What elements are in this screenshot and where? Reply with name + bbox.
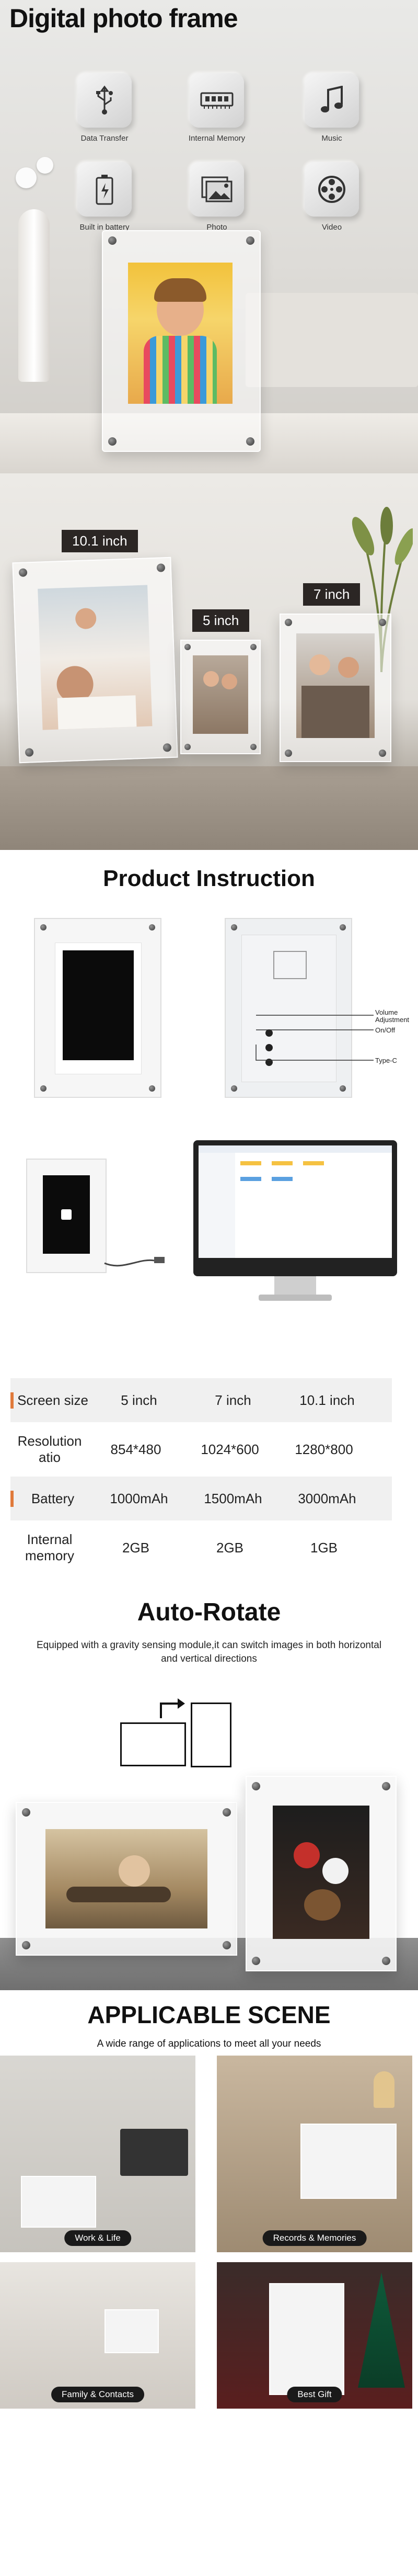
monitor-stand	[274, 1276, 316, 1297]
power-button	[265, 1044, 273, 1051]
frame-screen-photo	[296, 633, 375, 738]
vase	[18, 209, 50, 382]
feature-label: Video	[321, 223, 342, 232]
feature-label: Photo	[206, 223, 227, 232]
callout-type-c: Type-C	[375, 1057, 397, 1064]
callout-on-off: On/Off	[375, 1026, 396, 1034]
cotton-flower	[16, 167, 37, 188]
frame-front-view	[34, 918, 161, 1098]
spec-row-internal-memory: Internal memory 2GB 2GB 1GB	[10, 1526, 392, 1570]
battery-icon	[77, 162, 132, 217]
scene-caption: Work & Life	[64, 2230, 131, 2246]
spec-value: 2GB	[122, 1539, 150, 1556]
frame-screen-photo	[193, 655, 248, 734]
photo-frame-5-inch	[180, 640, 261, 754]
spec-label: Screen size	[10, 1392, 92, 1409]
size-tag-5-inch: 5 inch	[192, 609, 250, 632]
photo-icon	[190, 162, 244, 217]
frame-screen-photo	[128, 263, 233, 404]
spec-value: 1000mAh	[110, 1490, 168, 1506]
cotton-flower	[37, 157, 53, 174]
spec-row-screen-size: Screen size 5 inch 7 inch 10.1 inch	[10, 1378, 392, 1422]
page-title: Digital photo frame	[9, 4, 238, 33]
feature-label: Music	[321, 134, 342, 143]
scene-title: APPLICABLE SCENE	[87, 2001, 331, 2028]
monitor-screen	[199, 1145, 392, 1258]
spec-value: 1GB	[310, 1539, 338, 1556]
memory-icon	[190, 73, 244, 128]
spec-value: 3000mAh	[298, 1490, 356, 1506]
rotate-landscape-icon	[120, 1722, 186, 1766]
wall-shelf	[246, 293, 418, 387]
computer-monitor	[193, 1140, 397, 1276]
auto-rotate-description: Equipped with a gravity sensing module,i…	[36, 1640, 382, 1664]
scene-caption: Best Gift	[287, 2387, 342, 2402]
callout-volume: Volume Adjustment	[375, 1008, 410, 1024]
sizes-section: 10.1 inch 5 inch 7 inch	[0, 473, 418, 850]
monitor-base	[259, 1295, 332, 1301]
spec-value: 7 inch	[215, 1392, 251, 1408]
scene-card-records-memories: Records & Memories	[217, 2056, 412, 2252]
hero-section: Digital photo frame Data Transfer Intern…	[0, 0, 418, 473]
frame-connected	[26, 1159, 107, 1273]
frame-back-view	[225, 918, 352, 1098]
feature-music: Music	[295, 73, 368, 143]
photo-frame-portrait	[246, 1776, 397, 1971]
type-c-port	[265, 1059, 273, 1066]
feature-data-transfer: Data Transfer	[68, 73, 141, 143]
feature-label: Data Transfer	[80, 134, 129, 143]
usb-logo-icon	[61, 1209, 72, 1220]
spec-value: 10.1 inch	[299, 1392, 355, 1408]
size-tag-7-inch: 7 inch	[303, 583, 361, 606]
feature-photo: Photo	[180, 162, 253, 232]
scene-caption: Records & Memories	[262, 2230, 367, 2246]
photo-frame	[102, 230, 261, 452]
feature-label: Built in battery	[79, 223, 130, 232]
frame-screen-photo	[273, 1806, 369, 1939]
spec-value: 5 inch	[121, 1392, 157, 1408]
size-tag-10-inch: 10.1 inch	[62, 530, 138, 552]
feature-video: Video	[295, 162, 368, 232]
spec-label: Internal memory	[25, 1531, 74, 1563]
frame-screen-photo	[38, 585, 153, 730]
volume-button	[265, 1029, 273, 1037]
video-reel-icon	[305, 162, 359, 217]
instruction-section: Product Instruction Volume Adjustment On…	[0, 850, 418, 1373]
usb-cable	[104, 1257, 165, 1267]
spec-value: 1500mAh	[204, 1490, 262, 1506]
spec-label: Battery	[10, 1490, 92, 1507]
rotate-portrait-icon	[191, 1703, 231, 1767]
spec-value: 854*480	[110, 1441, 161, 1457]
scene-card-best-gift: Best Gift	[217, 2262, 412, 2409]
spec-value: 1280*800	[295, 1441, 353, 1457]
rotate-arrow-icon	[160, 1698, 185, 1718]
feature-internal-memory: Internal Memory	[180, 73, 253, 143]
applicable-scene-section: APPLICABLE SCENE A wide range of applica…	[0, 1990, 418, 2409]
instruction-title: Product Instruction	[103, 866, 315, 891]
spec-row-resolution: Resolution atio 854*480 1024*600 1280*80…	[10, 1427, 392, 1471]
scene-caption: Family & Contacts	[51, 2387, 144, 2402]
scene-card-family-contacts: Family & Contacts	[0, 2262, 195, 2409]
photo-frame-7-inch	[280, 614, 391, 762]
photo-frame-landscape	[16, 1802, 237, 1956]
table-surface	[0, 766, 418, 850]
spec-label: Resolution atio	[17, 1433, 82, 1465]
usb-icon	[77, 73, 132, 128]
feature-label: Internal Memory	[188, 134, 246, 143]
frame-screen	[63, 950, 134, 1060]
spec-value: 2GB	[216, 1539, 244, 1556]
spec-table: Screen size 5 inch 7 inch 10.1 inch Reso…	[0, 1373, 418, 1593]
frame-screen-photo	[45, 1829, 207, 1928]
spec-value: 1024*600	[201, 1441, 259, 1457]
auto-rotate-title: Auto-Rotate	[137, 1598, 281, 1626]
scene-subtitle: A wide range of applications to meet all…	[97, 2038, 321, 2049]
auto-rotate-section: Auto-Rotate Equipped with a gravity sens…	[0, 1593, 418, 1990]
scene-card-work-life: Work & Life	[0, 2056, 195, 2252]
feature-battery: Built in battery	[68, 162, 141, 232]
spec-row-battery: Battery 1000mAh 1500mAh 3000mAh	[10, 1477, 392, 1520]
photo-frame-10-inch	[12, 557, 178, 764]
music-note-icon	[305, 73, 359, 128]
